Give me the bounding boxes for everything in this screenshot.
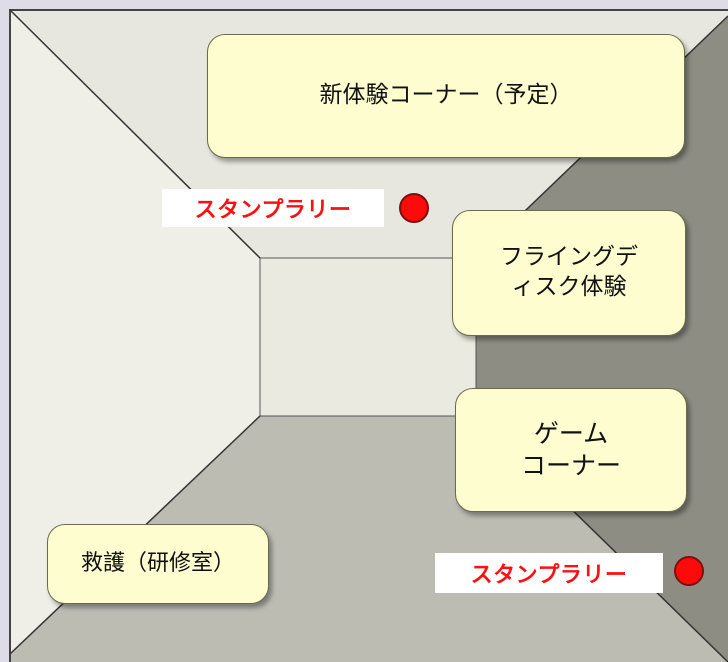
flying-disc-corner[interactable]: フライングデ ィスク体験	[452, 210, 686, 336]
stamp-rally-label-top: スタンプラリー	[162, 189, 384, 227]
stamp-rally-dot-bottom[interactable]	[674, 556, 704, 586]
stamp-rally-dot-top[interactable]	[399, 193, 429, 223]
first-aid-room[interactable]: 救護（研修室）	[47, 524, 269, 604]
outer-frame	[9, 9, 728, 662]
left-wall	[10, 10, 260, 654]
game-corner[interactable]: ゲーム コーナー	[455, 388, 687, 512]
back-wall	[259, 257, 477, 417]
new-experience-corner[interactable]: 新体験コーナー（予定）	[207, 34, 685, 158]
stamp-rally-label-bottom: スタンプラリー	[435, 553, 663, 593]
